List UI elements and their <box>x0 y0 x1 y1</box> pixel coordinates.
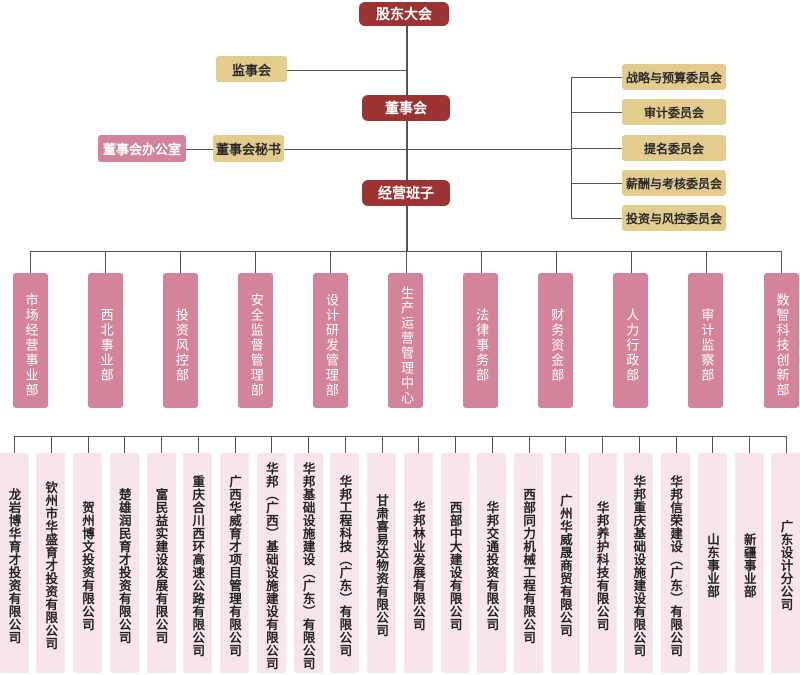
board-of-directors-box: 董事会 <box>362 95 450 121</box>
department-box: 设计研发管理部 <box>312 273 348 408</box>
subsidiary-box: 龙岩博华育才投资有限公司 <box>0 453 29 673</box>
committee-connector <box>571 77 622 78</box>
board-secretary-box: 董事会秘书 <box>213 135 284 162</box>
office-connector <box>186 149 213 150</box>
subsidiary-connector <box>749 436 751 453</box>
subsidiary-box: 西部同力机械工程有限公司 <box>514 453 544 673</box>
subsidiary-box: 华邦信荣建设（广东）有限公司 <box>661 453 691 673</box>
subsidiary-connector <box>528 436 530 453</box>
committee-box: 投资与风控委员会 <box>622 205 726 231</box>
committee-connector <box>571 148 622 149</box>
department-box: 西北事业部 <box>87 273 123 408</box>
subsidiary-box: 华邦养护科技有限公司 <box>587 453 617 673</box>
department-box: 投资风控部 <box>162 273 198 408</box>
department-connector <box>105 251 107 273</box>
subsidiary-connector <box>638 436 640 453</box>
subsidiary-connector <box>712 436 714 453</box>
subsidiary-connector <box>14 436 15 453</box>
subsidiary-connector <box>308 436 310 453</box>
subsidiary-box: 华邦（广西）基础设施建设有限公司 <box>256 453 286 673</box>
department-box: 数智科技创新部 <box>763 273 799 408</box>
committee-connector <box>571 218 622 219</box>
subsidiary-box: 华邦重庆基础设施建设有限公司 <box>624 453 654 673</box>
subsidiary-connector <box>161 436 163 453</box>
committee-connector <box>571 112 622 113</box>
subsidiary-connector <box>87 436 89 453</box>
subsidiary-connector <box>234 436 236 453</box>
secretary-connector <box>284 149 571 150</box>
subsidiary-box: 甘肃喜易达物资有限公司 <box>367 453 397 673</box>
subsidiary-box: 楚雄润民育才投资有限公司 <box>109 453 139 673</box>
department-box: 审计监察部 <box>688 273 724 408</box>
subsidiary-connector <box>491 436 493 453</box>
subsidiary-connector <box>455 436 457 453</box>
subsidiary-box: 华邦工程科技（广东）有限公司 <box>330 453 360 673</box>
supervisory-board-box: 监事会 <box>216 56 287 82</box>
department-box: 安全监督管理部 <box>237 273 273 408</box>
subsidiary-connector <box>418 436 420 453</box>
department-connector <box>180 251 182 273</box>
subsidiary-connector <box>785 436 787 453</box>
board-office-box: 董事会办公室 <box>98 135 186 162</box>
subsidiary-box: 钦州市华盛育才投资有限公司 <box>36 453 66 673</box>
subsidiary-box: 重庆合川西环高速公路有限公司 <box>183 453 213 673</box>
subsidiary-box: 富民益实建设发展有限公司 <box>146 453 176 673</box>
subsidiary-box: 贺州博文投资有限公司 <box>73 453 103 673</box>
committee-box: 审计委员会 <box>622 99 726 125</box>
subsidiary-box: 广西华威育才项目管理有限公司 <box>220 453 250 673</box>
department-box: 法律事务部 <box>463 273 499 408</box>
subsidiary-connector <box>50 436 52 453</box>
department-connector <box>705 251 707 273</box>
department-connector <box>405 251 407 273</box>
department-connector <box>555 251 557 273</box>
management-team-box: 经营班子 <box>362 180 450 206</box>
department-connector <box>480 251 482 273</box>
department-box: 人力行政部 <box>613 273 649 408</box>
department-box: 财务资金部 <box>538 273 574 408</box>
subsidiary-connector <box>602 436 604 453</box>
subsidiary-connector <box>675 436 677 453</box>
department-box: 生产运营管理中心 <box>388 273 423 408</box>
department-connector <box>255 251 257 273</box>
subsidiary-connector <box>565 436 567 453</box>
subsidiary-box: 华邦交通投资有限公司 <box>477 453 507 673</box>
department-box: 市场经营事业部 <box>12 273 48 408</box>
subsidiary-connector <box>344 436 346 453</box>
committee-connector <box>571 183 622 184</box>
subsidiary-box: 华邦基础设施建设（广东）有限公司 <box>293 453 323 673</box>
subsidiary-connector <box>271 436 273 453</box>
subsidiary-connector <box>124 436 126 453</box>
subsidiary-connector <box>197 436 199 453</box>
supervisors-connector <box>287 70 407 71</box>
committee-box: 提名委员会 <box>622 135 726 161</box>
department-connector <box>630 251 632 273</box>
subsidiary-bus-line <box>14 436 786 437</box>
committee-box: 战略与预算委员会 <box>622 64 726 90</box>
subsidiary-box: 广东设计分公司 <box>771 453 800 673</box>
subsidiary-box: 华邦林业发展有限公司 <box>403 453 433 673</box>
subsidiary-box: 西部中大建设有限公司 <box>440 453 470 673</box>
subsidiary-box: 山东事业部 <box>697 453 727 673</box>
subsidiary-box: 新疆事业部 <box>734 453 764 673</box>
department-connector <box>330 251 332 273</box>
shareholders-meeting-box: 股东大会 <box>359 2 449 26</box>
committee-box: 薪酬与考核委员会 <box>622 170 726 196</box>
subsidiary-connector <box>381 436 383 453</box>
main-spine-line <box>406 26 408 251</box>
department-connector <box>781 251 782 273</box>
department-connector <box>30 251 31 273</box>
subsidiary-box: 广州华威晟商贸有限公司 <box>550 453 580 673</box>
